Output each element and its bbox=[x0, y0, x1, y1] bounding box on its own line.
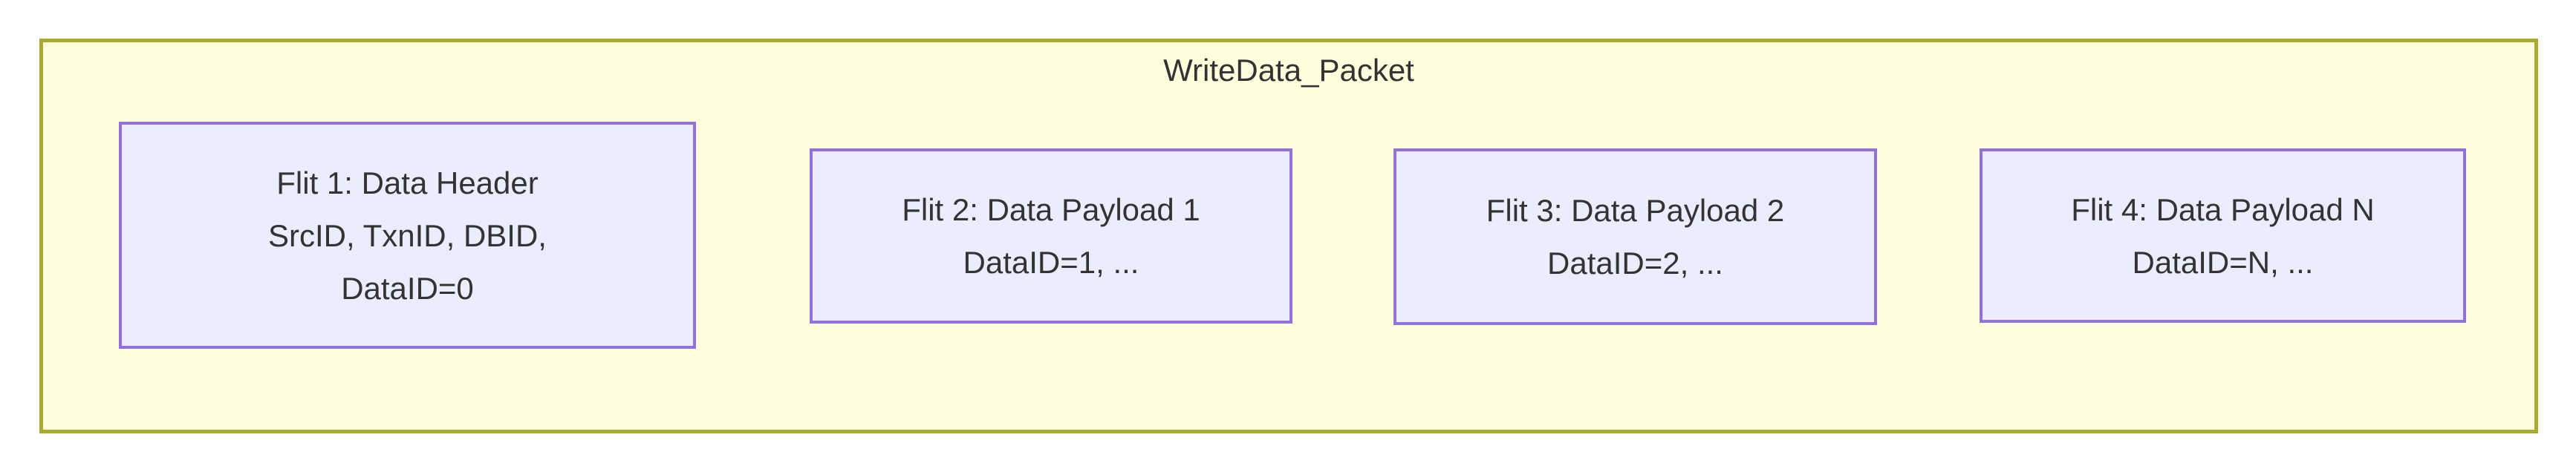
node-text-line: Flit 4: Data Payload N bbox=[2071, 191, 2375, 227]
node-text-line: DataID=N, ... bbox=[2132, 244, 2314, 280]
flit-node-2-data-payload-1: Flit 2: Data Payload 1 DataID=1, ... bbox=[810, 148, 1292, 324]
cluster-title: WriteData_Packet bbox=[1163, 53, 1414, 88]
node-text-line: DataID=2, ... bbox=[1547, 246, 1723, 281]
flit-node-3-data-payload-2: Flit 3: Data Payload 2 DataID=2, ... bbox=[1393, 148, 1877, 325]
flit-node-1-data-header: Flit 1: Data Header SrcID, TxnID, DBID, … bbox=[119, 122, 696, 349]
node-text-line: SrcID, TxnID, DBID, bbox=[268, 217, 547, 253]
node-text-line: Flit 1: Data Header bbox=[276, 165, 539, 200]
node-text-line: Flit 3: Data Payload 2 bbox=[1486, 193, 1785, 228]
flit-node-4-data-payload-n: Flit 4: Data Payload N DataID=N, ... bbox=[1980, 148, 2466, 323]
node-text-line: DataID=0 bbox=[341, 270, 474, 306]
node-text-line: DataID=1, ... bbox=[963, 245, 1139, 280]
node-text-line: Flit 2: Data Payload 1 bbox=[902, 192, 1200, 227]
